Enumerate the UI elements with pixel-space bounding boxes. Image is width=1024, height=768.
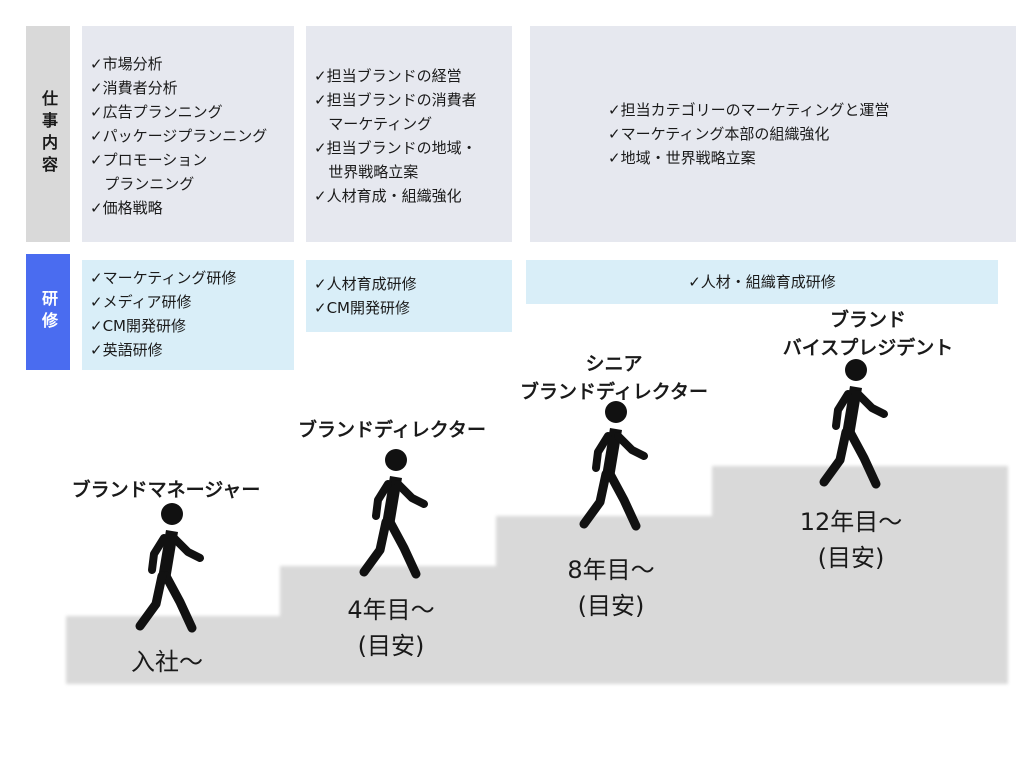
list-item: ✓地域・世界戦略立案 bbox=[608, 149, 756, 167]
stage-tenure-director: 4年目〜 (目安) bbox=[347, 596, 435, 660]
walking-person-icon bbox=[140, 503, 200, 628]
training-cell-senior-vp: ✓人材・組織育成研修 bbox=[526, 260, 998, 304]
stage-title-vp: ブランド バイスプレジデント bbox=[782, 309, 954, 359]
training-label: 研修 bbox=[39, 290, 58, 334]
training-cell-director: ✓人材育成研修 ✓CM開発研修 bbox=[306, 260, 512, 332]
work-cell-manager: ✓市場分析 ✓消費者分析 ✓広告プランニング ✓パッケージプランニング ✓プロモ… bbox=[82, 26, 294, 242]
list-item: ✓プロモーション bbox=[90, 151, 208, 169]
list-item: ✓英語研修 bbox=[90, 341, 163, 359]
list-item: ✓担当ブランドの消費者 bbox=[314, 91, 477, 109]
work-cell-senior-vp: ✓担当カテゴリーのマーケティングと運営 ✓マーケティング本部の組織強化 ✓地域・… bbox=[530, 26, 1016, 242]
walking-person-icon bbox=[584, 401, 644, 526]
list-item: ✓人材育成研修 bbox=[314, 275, 417, 293]
stairs-shape bbox=[66, 466, 1008, 684]
work-content-label: 仕事内容 bbox=[39, 90, 58, 178]
stage-tenure-senior-director: 8年目〜 (目安) bbox=[567, 556, 655, 620]
list-item: マーケティング bbox=[314, 115, 433, 133]
list-item: ✓価格戦略 bbox=[90, 199, 163, 217]
training-header: 研修 bbox=[26, 254, 70, 370]
work-list-director: ✓担当ブランドの経営 ✓担当ブランドの消費者 マーケティング ✓担当ブランドの地… bbox=[314, 64, 512, 208]
list-item: ✓マーケティング研修 bbox=[90, 269, 237, 287]
list-item: ✓消費者分析 bbox=[90, 79, 178, 97]
list-item: ✓CM開発研修 bbox=[314, 299, 410, 317]
training-list-senior-vp: ✓人材・組織育成研修 bbox=[688, 270, 836, 294]
stage-title-director: ブランドディレクター bbox=[298, 419, 486, 441]
walking-person-icon bbox=[364, 449, 424, 574]
stage-tenure-manager: 入社〜 bbox=[131, 648, 203, 676]
walking-person-icon bbox=[824, 359, 884, 484]
work-list-senior-vp: ✓担当カテゴリーのマーケティングと運営 ✓マーケティング本部の組織強化 ✓地域・… bbox=[608, 98, 1016, 170]
list-item: ✓担当カテゴリーのマーケティングと運営 bbox=[608, 101, 890, 119]
list-item: ✓担当ブランドの地域・ bbox=[314, 139, 477, 157]
list-item: ✓担当ブランドの経営 bbox=[314, 67, 462, 85]
work-content-header: 仕事内容 bbox=[26, 26, 70, 242]
work-cell-director: ✓担当ブランドの経営 ✓担当ブランドの消費者 マーケティング ✓担当ブランドの地… bbox=[306, 26, 512, 242]
list-item: ✓パッケージプランニング bbox=[90, 127, 268, 145]
list-item: ✓マーケティング本部の組織強化 bbox=[608, 125, 830, 143]
stage-title-senior-director: シニア ブランドディレクター bbox=[520, 353, 708, 403]
list-item: プランニング bbox=[90, 175, 195, 193]
training-list-manager: ✓マーケティング研修 ✓メディア研修 ✓CM開発研修 ✓英語研修 bbox=[90, 266, 294, 362]
training-list-director: ✓人材育成研修 ✓CM開発研修 bbox=[314, 272, 512, 320]
stage-tenure-vp: 12年目〜 (目安) bbox=[799, 508, 903, 572]
training-cell-manager: ✓マーケティング研修 ✓メディア研修 ✓CM開発研修 ✓英語研修 bbox=[82, 260, 294, 370]
stage-title-manager: ブランドマネージャー bbox=[71, 479, 261, 501]
list-item: ✓人材育成・組織強化 bbox=[314, 187, 462, 205]
list-item: ✓市場分析 bbox=[90, 55, 163, 73]
list-item: 世界戦略立案 bbox=[314, 163, 419, 181]
list-item: ✓人材・組織育成研修 bbox=[688, 273, 836, 291]
list-item: ✓CM開発研修 bbox=[90, 317, 186, 335]
work-list-manager: ✓市場分析 ✓消費者分析 ✓広告プランニング ✓パッケージプランニング ✓プロモ… bbox=[90, 52, 294, 220]
list-item: ✓メディア研修 bbox=[90, 293, 192, 311]
list-item: ✓広告プランニング bbox=[90, 103, 223, 121]
